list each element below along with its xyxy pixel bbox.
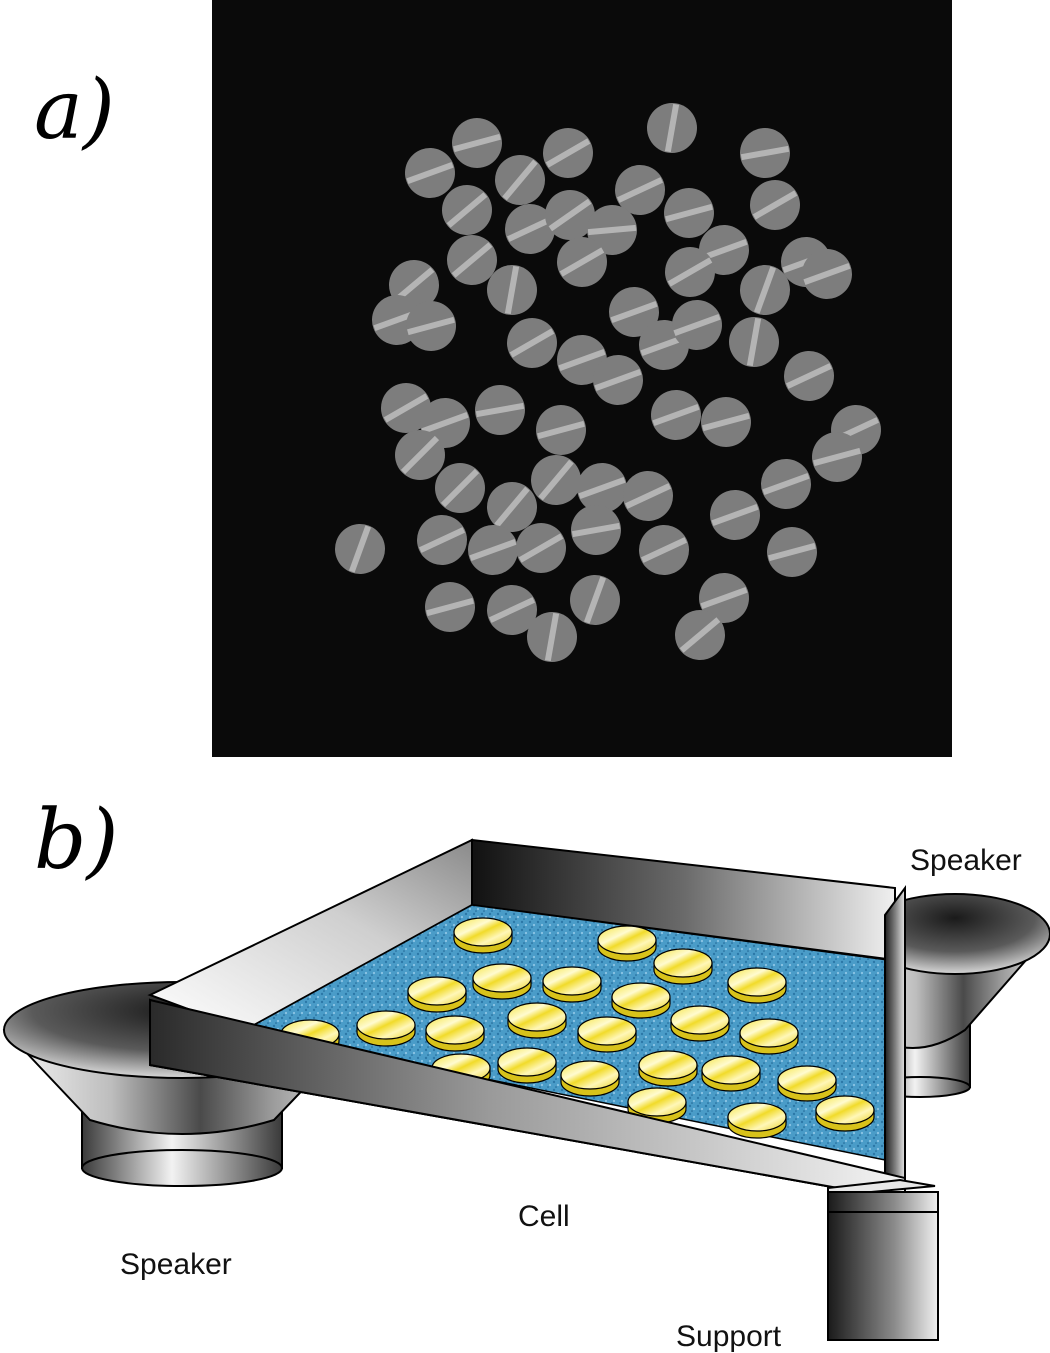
yellow-disk bbox=[356, 1010, 416, 1047]
photo-disk bbox=[543, 128, 593, 178]
photo-disk bbox=[639, 525, 689, 575]
yellow-disk bbox=[453, 917, 513, 954]
photo-disk bbox=[672, 300, 722, 350]
photo-disk bbox=[557, 237, 607, 287]
yellow-disk bbox=[653, 948, 713, 985]
photo-disk bbox=[531, 455, 581, 505]
photo-disk bbox=[577, 463, 627, 513]
photo-disk bbox=[699, 573, 749, 623]
photo-disk bbox=[761, 459, 811, 509]
yellow-disk bbox=[739, 1018, 799, 1055]
speaker-label-right: Speaker bbox=[910, 844, 1022, 877]
photo-disk bbox=[487, 482, 537, 532]
photo-disk bbox=[623, 471, 673, 521]
yellow-disk bbox=[472, 963, 532, 1000]
photo-disk bbox=[740, 265, 790, 315]
photo-disk bbox=[468, 525, 518, 575]
photo-disk bbox=[647, 103, 697, 153]
photo-disk bbox=[417, 515, 467, 565]
cell-disks bbox=[280, 917, 875, 1139]
photo-disk bbox=[665, 247, 715, 297]
photo-disk bbox=[570, 575, 620, 625]
photo-disk bbox=[452, 118, 502, 168]
yellow-disk bbox=[497, 1047, 557, 1084]
photo-disk bbox=[587, 205, 637, 255]
yellow-disk bbox=[611, 982, 671, 1019]
panel-a-label: a) bbox=[34, 63, 115, 158]
photo-disk bbox=[784, 351, 834, 401]
speaker-label-left: Speaker bbox=[120, 1248, 232, 1281]
photo-disk bbox=[740, 128, 790, 178]
yellow-disk bbox=[560, 1060, 620, 1097]
photo-disk bbox=[812, 432, 862, 482]
yellow-disk bbox=[577, 1016, 637, 1053]
photo-disk bbox=[750, 180, 800, 230]
photo-disk bbox=[571, 505, 621, 555]
photo-disk bbox=[475, 385, 525, 435]
photo-disk bbox=[609, 287, 659, 337]
yellow-disk bbox=[597, 925, 657, 962]
photo-disk bbox=[593, 355, 643, 405]
photo-disk bbox=[505, 204, 555, 254]
panel-b-label: b) bbox=[34, 793, 119, 888]
photo-disk bbox=[507, 318, 557, 368]
cell-label: Cell bbox=[518, 1200, 570, 1233]
photo-disk bbox=[802, 249, 852, 299]
photo-disk bbox=[701, 397, 751, 447]
cell-right-wall bbox=[884, 884, 906, 1203]
photo-disk bbox=[435, 463, 485, 513]
yellow-disk bbox=[815, 1095, 875, 1132]
yellow-disk bbox=[701, 1055, 761, 1092]
photo-disk bbox=[487, 585, 537, 635]
photo-disk bbox=[664, 188, 714, 238]
yellow-disk bbox=[638, 1050, 698, 1087]
yellow-disk bbox=[670, 1005, 730, 1042]
yellow-disk bbox=[425, 1015, 485, 1052]
photo-disk bbox=[335, 524, 385, 574]
support-post bbox=[827, 1191, 939, 1341]
yellow-disk bbox=[727, 967, 787, 1004]
disk-photograph bbox=[212, 0, 952, 757]
photo-disk bbox=[527, 612, 577, 662]
support bbox=[827, 1178, 939, 1341]
photo-disk bbox=[487, 265, 537, 315]
yellow-disk bbox=[777, 1065, 837, 1102]
photo-disk bbox=[447, 235, 497, 285]
photo-disk bbox=[381, 383, 431, 433]
photo-disk bbox=[536, 405, 586, 455]
photo-disk bbox=[651, 390, 701, 440]
photo-disk bbox=[675, 610, 725, 660]
yellow-disk bbox=[407, 976, 467, 1013]
photo-disk bbox=[710, 490, 760, 540]
apparatus-diagram bbox=[2, 838, 1050, 1341]
photo-disk bbox=[615, 165, 665, 215]
photo-disk bbox=[395, 430, 445, 480]
photo-disk bbox=[425, 582, 475, 632]
photo-disk bbox=[545, 190, 595, 240]
photo-disk bbox=[767, 527, 817, 577]
photo-disk bbox=[442, 185, 492, 235]
support-label: Support bbox=[676, 1320, 782, 1353]
photo-disk bbox=[406, 301, 456, 351]
photo-disk bbox=[516, 523, 566, 573]
photo-disk bbox=[405, 148, 455, 198]
yellow-disk bbox=[727, 1102, 787, 1139]
yellow-disk bbox=[542, 966, 602, 1003]
yellow-disk bbox=[627, 1087, 687, 1124]
yellow-disk bbox=[507, 1002, 567, 1039]
photo-disk bbox=[729, 317, 779, 367]
photo-disk bbox=[495, 155, 545, 205]
